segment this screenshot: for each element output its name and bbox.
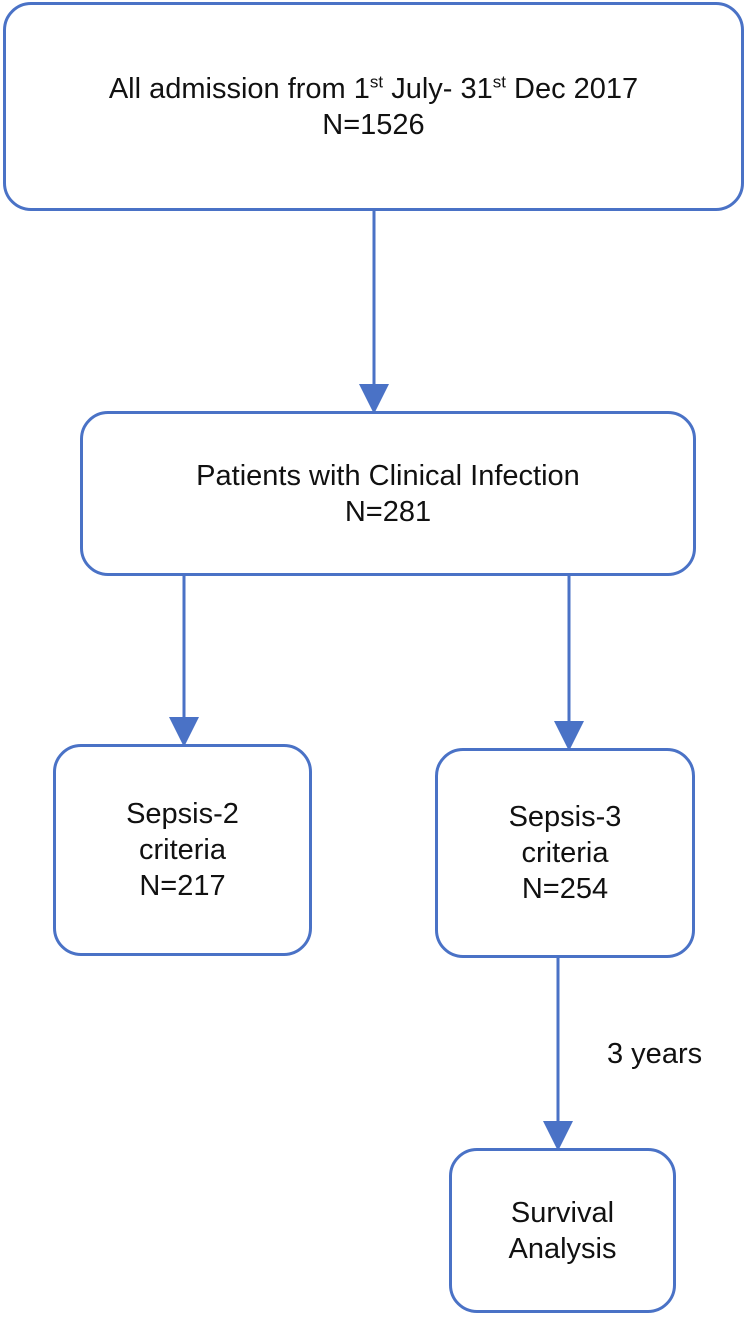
node-clinical-infection-title: Patients with Clinical Infection	[196, 459, 580, 492]
node-sepsis-3: Sepsis-3 criteria N=254	[435, 748, 695, 958]
node-sepsis-2: Sepsis-2 criteria N=217	[53, 744, 312, 956]
node-clinical-infection-count: N=281	[344, 495, 432, 528]
node-all-admission: All admission from 1st July- 31st Dec 20…	[3, 2, 744, 211]
node-all-admission-count: N=1526	[322, 108, 425, 141]
node-sepsis-3-subtitle: criteria	[521, 837, 609, 869]
node-sepsis-2-title: Sepsis-2	[126, 798, 239, 830]
node-survival-analysis-line1: Survival	[510, 1196, 615, 1229]
node-survival-analysis-line2: Analysis	[508, 1232, 617, 1265]
node-sepsis-3-count: N=254	[521, 873, 609, 905]
edge-label-3-years: 3 years	[607, 1038, 703, 1070]
node-sepsis-2-count: N=217	[139, 870, 226, 902]
node-sepsis-3-title: Sepsis-3	[508, 801, 622, 833]
node-clinical-infection: Patients with Clinical Infection N=281	[80, 411, 696, 576]
node-all-admission-line1: All admission from 1st July- 31st Dec 20…	[108, 71, 639, 105]
node-survival-analysis: Survival Analysis	[449, 1148, 676, 1313]
node-sepsis-2-subtitle: criteria	[138, 834, 226, 866]
